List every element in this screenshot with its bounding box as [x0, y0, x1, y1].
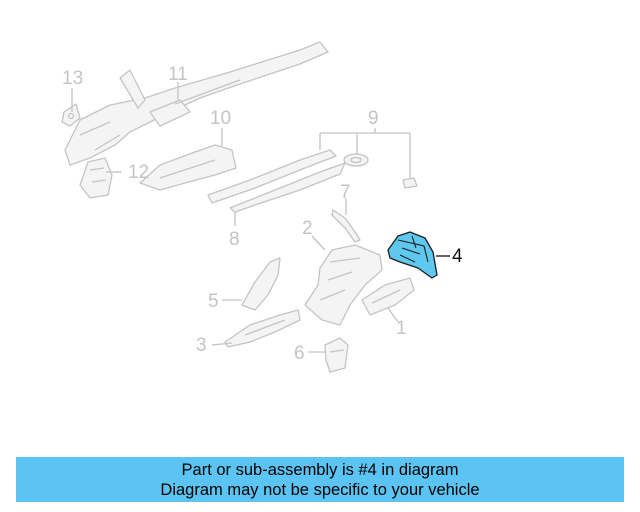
part-5-bracket: [241, 257, 281, 311]
callout-1: 1: [396, 318, 407, 339]
part-4-highlighted[interactable]: [387, 231, 438, 279]
part-3-rail: [224, 309, 301, 348]
banner-line-1: Part or sub-assembly is #4 in diagram: [181, 460, 459, 479]
callout-7: 7: [340, 182, 351, 203]
part-13-bracket: [61, 103, 81, 127]
callout-8: 8: [229, 229, 240, 250]
part-11-cowl-rail: [64, 41, 329, 166]
callout-13: 13: [62, 68, 83, 89]
callout-numbers: 13 11 12 10 9 8 7 2 1 5 3 6 4: [62, 64, 463, 364]
callout-12: 12: [128, 162, 149, 183]
part-10-panel: [139, 144, 237, 191]
callout-6: 6: [294, 343, 305, 364]
callout-9: 9: [368, 108, 379, 129]
part-2-inner-bracket: [304, 244, 383, 326]
part-1-lower-bracket: [361, 277, 415, 316]
callout-2: 2: [302, 218, 313, 239]
part-6-bracket: [324, 337, 349, 373]
callout-5: 5: [208, 291, 219, 312]
leader-lines: [71, 82, 450, 353]
callout-10: 10: [210, 108, 231, 129]
callout-11: 11: [168, 64, 188, 85]
part-7-clip: [331, 209, 361, 243]
part-12-bracket: [79, 157, 113, 199]
callout-3: 3: [196, 335, 207, 356]
parts-diagram: 13 11 12 10 9 8 7 2 1 5 3 6 4: [61, 41, 463, 373]
part-8-strip: [229, 162, 346, 213]
info-banner: Part or sub-assembly is #4 in diagram Di…: [16, 457, 624, 502]
callout-4: 4: [452, 246, 463, 267]
part-9-seal: [207, 149, 418, 204]
banner-line-2: Diagram may not be specific to your vehi…: [160, 480, 480, 499]
